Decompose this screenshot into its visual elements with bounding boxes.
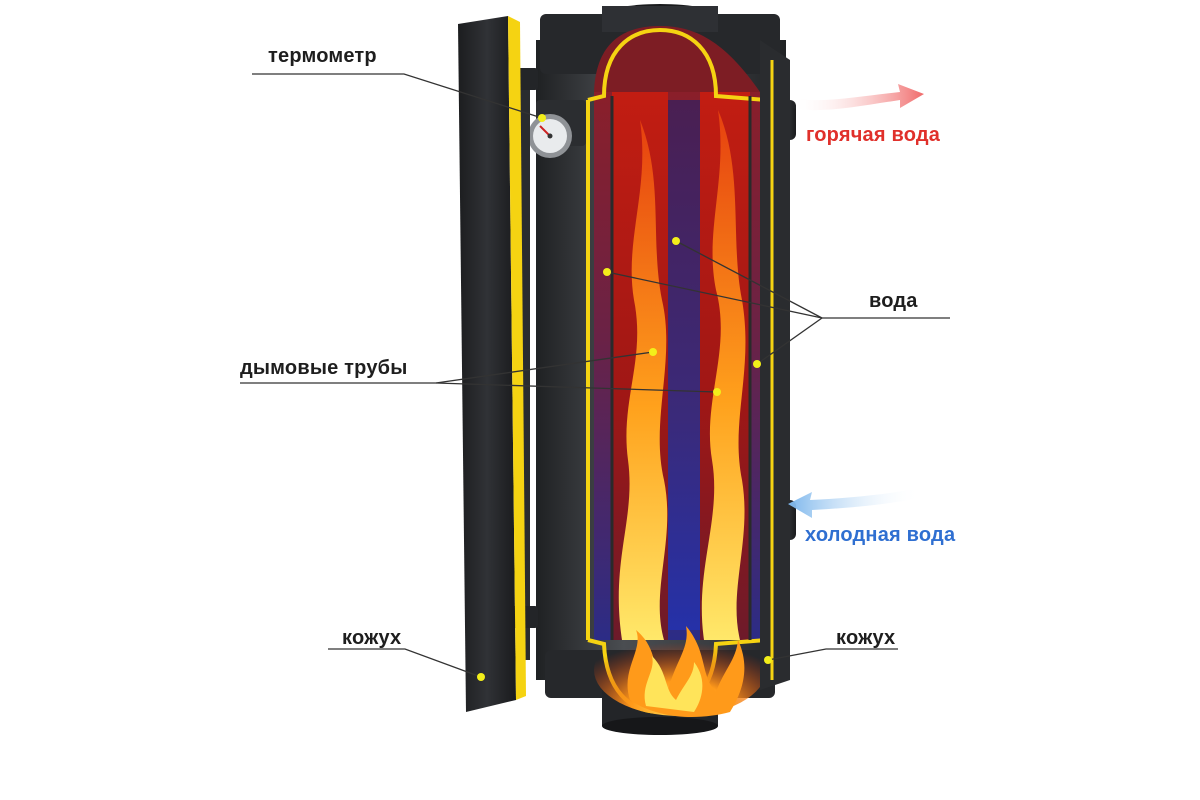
callout-dot-water-1 xyxy=(603,268,611,276)
callout-dot-water-2 xyxy=(672,237,680,245)
thermometer-gauge-icon xyxy=(528,100,586,158)
label-casing-right: кожух xyxy=(836,627,896,649)
callout-dot-water-3 xyxy=(753,360,761,368)
callout-dot-smoke-2 xyxy=(713,388,721,396)
callout-dots xyxy=(477,114,772,681)
label-water: вода xyxy=(869,290,918,312)
right-casing-panel xyxy=(760,40,790,690)
flame-icon xyxy=(594,110,766,717)
label-cold-water: холодная вода xyxy=(805,524,956,546)
arrow-right-icon xyxy=(792,84,924,111)
callout-dot-casing-right xyxy=(764,656,772,664)
left-casing-panel xyxy=(458,16,526,712)
callout-dot-smoke-1 xyxy=(649,348,657,356)
arrow-left-icon xyxy=(788,488,920,518)
label-thermometer: термометр xyxy=(268,45,377,67)
callout-dot-casing-left xyxy=(477,673,485,681)
leader-lines xyxy=(240,73,950,678)
callout-dot-thermometer xyxy=(538,114,546,122)
label-smoke-tubes: дымовые трубы xyxy=(240,357,408,379)
label-casing-left: кожух xyxy=(342,627,402,649)
label-hot-water: горячая вода xyxy=(806,124,941,146)
